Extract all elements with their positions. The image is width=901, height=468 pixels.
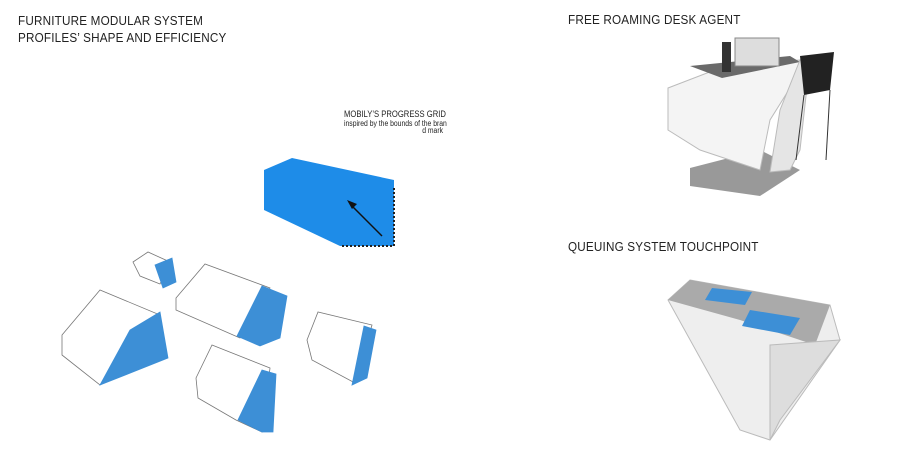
arrow-icon bbox=[351, 205, 383, 237]
section-title-desk: FREE ROAMING DESK AGENT bbox=[568, 12, 741, 27]
stool-seat bbox=[800, 52, 834, 95]
tablet-icon bbox=[734, 37, 780, 67]
note-caption-tail: d mark bbox=[422, 126, 443, 135]
progress-grid-shape bbox=[264, 158, 395, 247]
progress-grid-note: MOBILY’S PROGRESS GRID inspired by the b… bbox=[344, 109, 447, 136]
furniture-modules bbox=[61, 251, 377, 433]
note-title: MOBILY’S PROGRESS GRID bbox=[344, 109, 446, 119]
title-line-2: PROFILES’ SHAPE AND EFFICIENCY bbox=[18, 30, 227, 45]
title-line-1: FURNITURE MODULAR SYSTEM bbox=[18, 13, 204, 28]
section-title-furniture: FURNITURE MODULAR SYSTEM PROFILES’ SHAPE… bbox=[18, 12, 226, 46]
desk-agent-render bbox=[667, 37, 834, 196]
section-title-queue: QUEUING SYSTEM TOUCHPOINT bbox=[568, 239, 759, 254]
phone-icon bbox=[722, 42, 731, 72]
note-caption: inspired by the bounds of the bran bbox=[344, 119, 447, 128]
queuing-touchpoint-render bbox=[667, 279, 842, 441]
